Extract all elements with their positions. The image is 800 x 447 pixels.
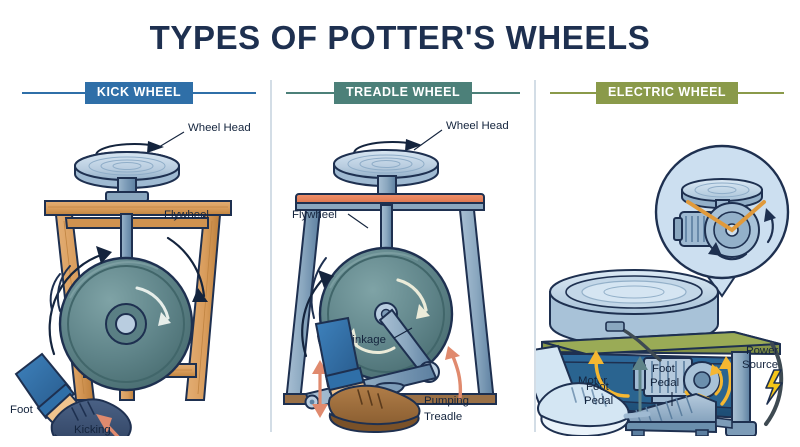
table-top: [44, 200, 232, 216]
panel-divider-1: [270, 80, 272, 432]
leader-wheel-head: [153, 131, 185, 151]
header-rule-right: [472, 92, 521, 94]
leader-linkage: [393, 327, 413, 339]
potter-foot: [536, 344, 651, 436]
header-rule-right: [738, 92, 785, 94]
lightning-bolt-icon: [765, 369, 783, 405]
illustration-treadle-wheel: Wheel Head: [272, 106, 534, 436]
wheel-head-pedestal: [377, 175, 397, 195]
panel-divider-2: [534, 80, 536, 432]
page-title: TYPES OF POTTER'S WHEELS: [149, 19, 651, 56]
flywheel: [58, 256, 194, 392]
header-rule-left: [550, 92, 596, 94]
label-wheel-head: Wheel Head: [188, 122, 251, 134]
label-wheel-head: Wheel Head: [446, 120, 509, 132]
label-foot-pedal-a-line2: Pedal: [584, 395, 613, 407]
pumping-arrow: [445, 346, 463, 400]
motion-lines: [49, 265, 71, 312]
header-rule-left: [286, 92, 334, 94]
panel-header-electric: ELECTRIC WHEEL: [550, 80, 785, 106]
rotation-arrow-flywheel: [48, 236, 208, 356]
table-rail-top: [64, 217, 209, 229]
label-foot-pedal-b-line1: Foot: [652, 363, 676, 375]
label-flywheel: Flywheel: [164, 209, 209, 221]
leader-flywheel: [347, 213, 369, 229]
drive-belt: [686, 200, 766, 233]
panel-badge-electric: ELECTRIC WHEEL: [595, 82, 739, 104]
frame-leg-right: [458, 209, 496, 403]
motor: [633, 357, 723, 406]
label-foot-pedal-a-line1: Foot: [586, 381, 610, 393]
label-foot: Foot: [10, 404, 34, 416]
potter-shoe: [50, 398, 132, 436]
label-flywheel: Flywheel: [292, 209, 337, 221]
header-rule-left: [22, 92, 85, 94]
illustration-electric-wheel: Motor Power Source: [536, 106, 800, 436]
kicking-motion-arrow: [96, 414, 120, 436]
label-pumping-line2: Treadle: [424, 411, 462, 423]
panel-badge-treadle: TREADLE WHEEL: [333, 82, 473, 104]
label-pumping-line1: Pumping: [424, 395, 469, 407]
panel-header-treadle: TREADLE WHEEL: [286, 80, 521, 106]
wheel-head-pedestal: [105, 177, 149, 202]
label-kicking-motion-line1: Kicking: [74, 424, 111, 436]
pedal-direction-arrow: [632, 356, 648, 412]
illustration-kick-wheel: Wheel Head: [8, 106, 270, 436]
magnifier-callout: [654, 144, 790, 298]
label-power-line1: Power: [746, 345, 778, 357]
panel-badge-kick: KICK WHEEL: [84, 82, 194, 104]
label-power-line2: Source: [742, 359, 778, 371]
table-leg-right: [184, 214, 222, 401]
foot-pedal: [624, 392, 733, 436]
leader-wheel-head: [413, 129, 443, 151]
power-flow-arrow: [588, 350, 630, 398]
label-linkage: Linkage: [346, 334, 386, 346]
label-foot-pedal-b-line2: Pedal: [650, 377, 679, 389]
potter-shoe: [328, 384, 421, 434]
support-post: [725, 351, 757, 436]
header-rule-right: [193, 92, 257, 94]
power-cable-internal: [605, 321, 662, 362]
splash-pan: [549, 269, 719, 347]
panel-header-kick: KICK WHEEL: [22, 80, 257, 106]
rotation-arrow-flywheel: [301, 270, 334, 358]
